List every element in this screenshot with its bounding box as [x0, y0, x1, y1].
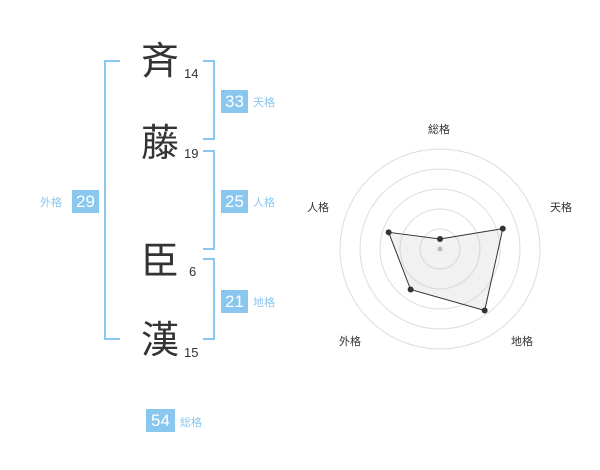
- stroke-count-2: 19: [184, 146, 199, 161]
- radar-axis-label-gaikaku: 外格: [339, 335, 361, 348]
- radar-chart: [339, 148, 541, 350]
- name-char-2: 藤: [141, 121, 180, 165]
- radar-grid-ring: [419, 228, 461, 270]
- radar-axis-label-tenkaku: 天格: [550, 201, 572, 214]
- gaikaku-label: 外格: [40, 196, 62, 209]
- jinkaku-label: 人格: [253, 196, 275, 209]
- radar-point-1: [499, 225, 506, 232]
- name-char-4: 漢: [141, 318, 180, 362]
- radar-center-point: [437, 246, 443, 252]
- chikaku-bracket: [203, 258, 215, 340]
- stroke-count-3: 6: [189, 264, 197, 279]
- tenkaku-value: 33: [221, 90, 248, 113]
- radar-point-3: [407, 286, 414, 293]
- gaikaku-value: 29: [72, 190, 99, 213]
- soukaku-label: 総格: [180, 416, 202, 429]
- chikaku-value: 21: [221, 290, 248, 313]
- jinkaku-value: 25: [221, 190, 248, 213]
- name-char-1: 斉: [141, 39, 180, 83]
- radar-data-polygon: [387, 227, 504, 312]
- radar-grid-ring: [379, 188, 501, 310]
- stroke-count-1: 14: [184, 66, 199, 81]
- soukaku-value: 54: [146, 409, 175, 432]
- gaikaku-bracket: [104, 60, 120, 340]
- radar-point-0: [437, 236, 443, 242]
- chikaku-label: 地格: [253, 296, 275, 309]
- radar-axis-label-chikaku: 地格: [511, 335, 533, 348]
- jinkaku-bracket: [203, 150, 215, 250]
- tenkaku-label: 天格: [253, 96, 275, 109]
- stroke-count-4: 15: [184, 345, 199, 360]
- radar-grid-ring: [399, 208, 481, 290]
- radar-axis-label-soukaku: 総格: [428, 123, 450, 136]
- radar-point-2: [481, 307, 488, 314]
- radar-axis-label-jinkaku: 人格: [307, 201, 329, 214]
- radar-grid-ring: [339, 148, 541, 350]
- radar-grid-ring: [359, 168, 521, 330]
- radar-point-4: [385, 229, 392, 236]
- name-char-3: 臣: [141, 239, 180, 283]
- tenkaku-bracket: [203, 60, 215, 140]
